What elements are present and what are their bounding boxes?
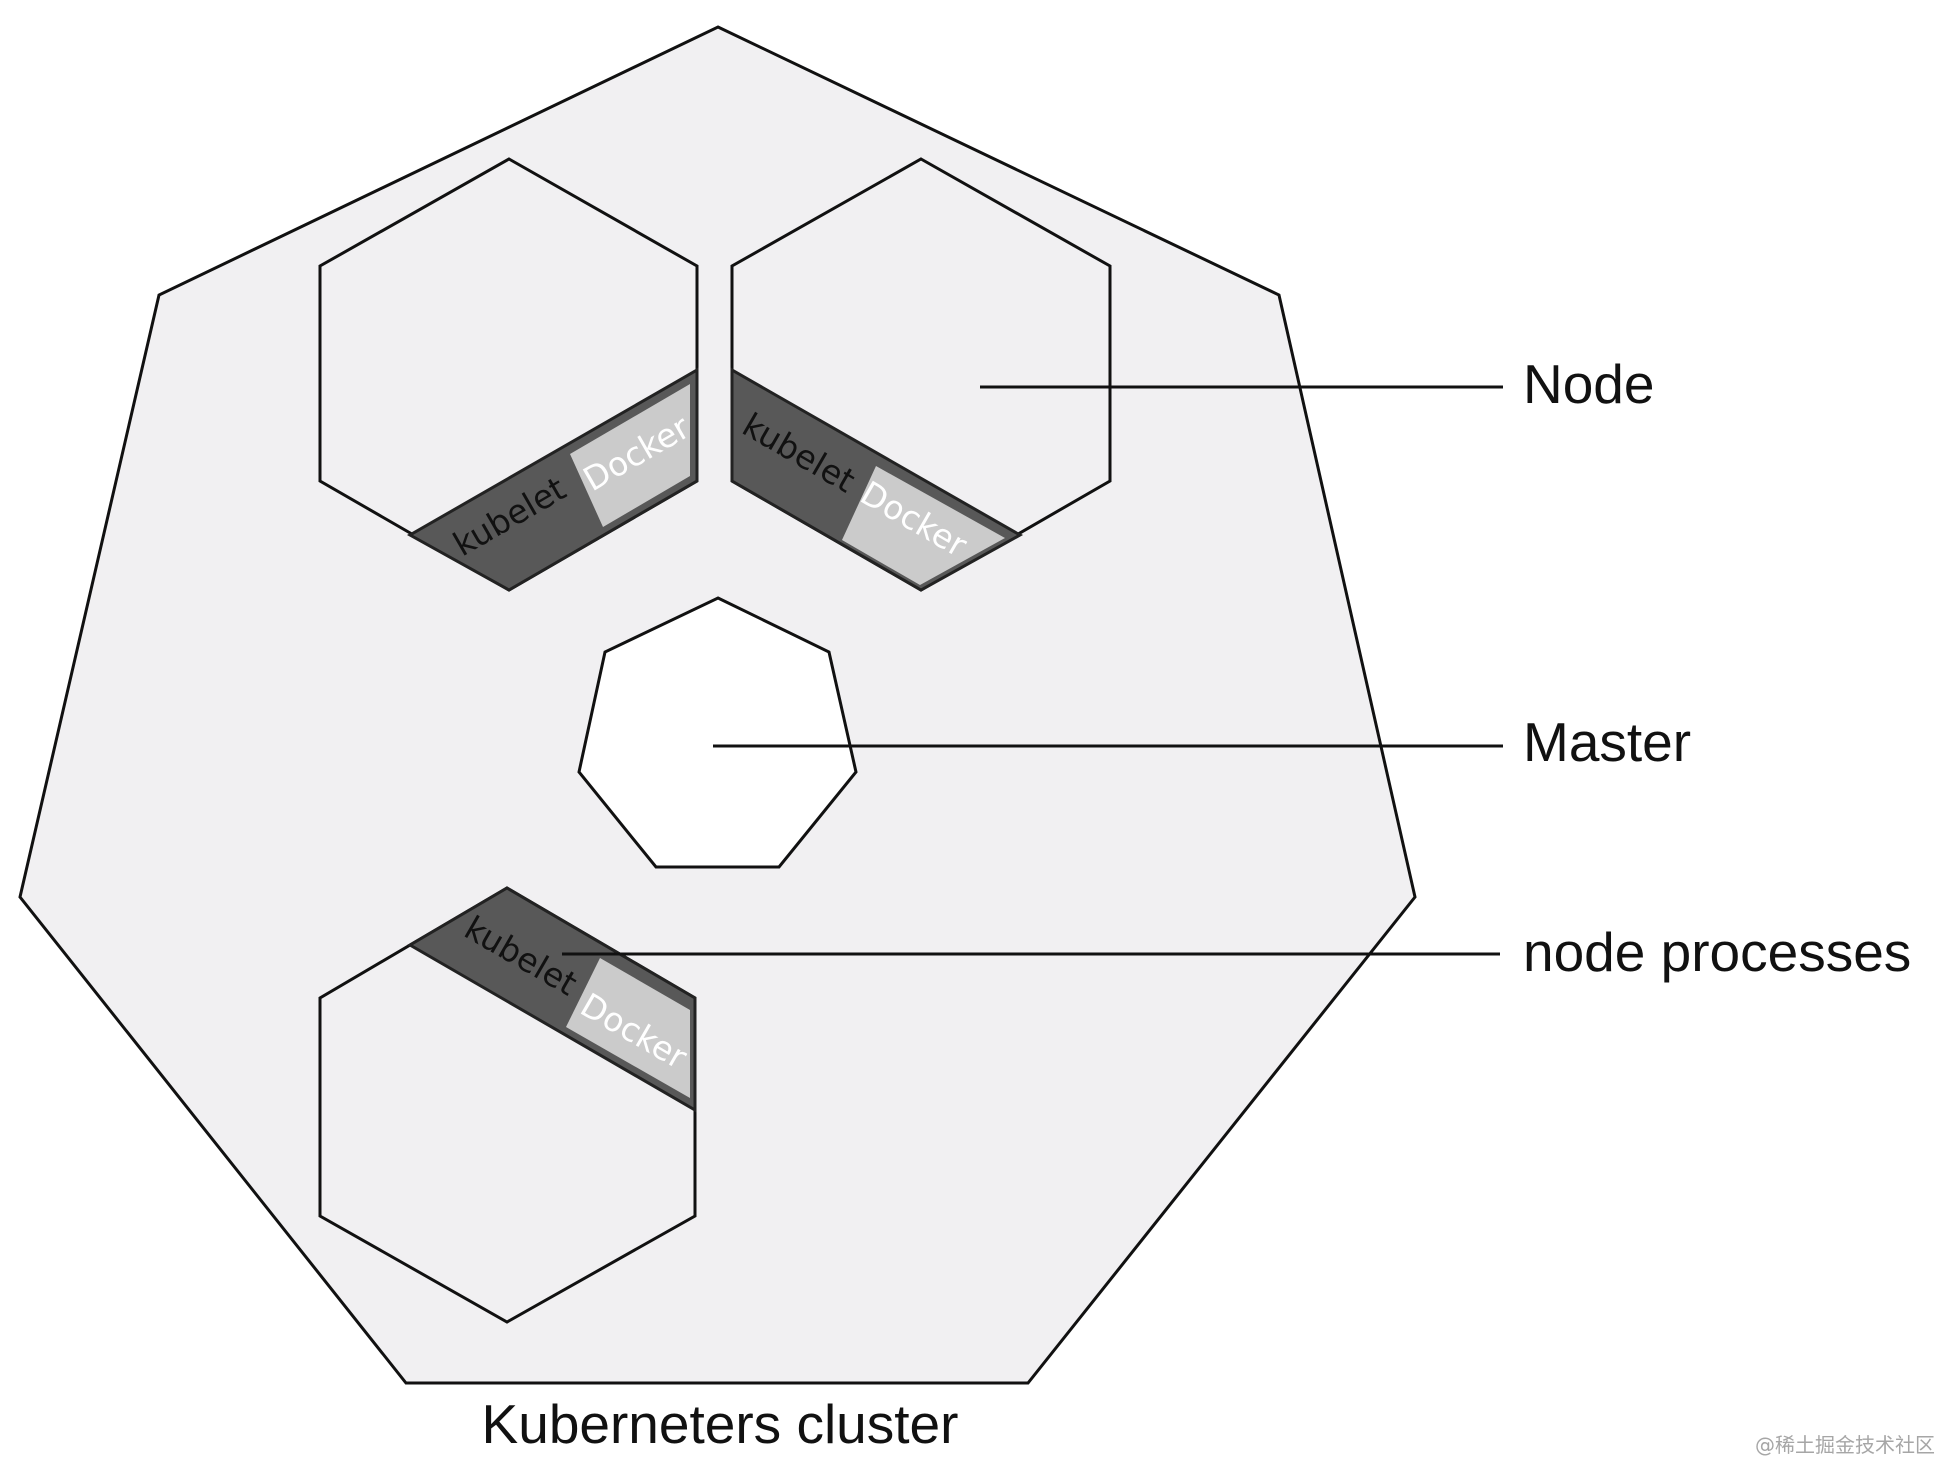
node-top-left: kubelet Docker [318, 157, 699, 592]
docker-box [570, 384, 690, 527]
node-processes-label: node processes [1523, 921, 1911, 983]
docker-box [842, 466, 1005, 585]
cluster-label: Kuberneters cluster [482, 1393, 959, 1455]
node-bottom: kubelet Docker [318, 886, 697, 1324]
node-label: Node [1523, 353, 1654, 415]
node-top-right: kubelet Docker [730, 157, 1112, 592]
master-heptagon [577, 596, 858, 869]
watermark: @稀土掘金技术社区 [1755, 1433, 1935, 1457]
docker-box [566, 958, 690, 1098]
master-label: Master [1523, 711, 1691, 773]
